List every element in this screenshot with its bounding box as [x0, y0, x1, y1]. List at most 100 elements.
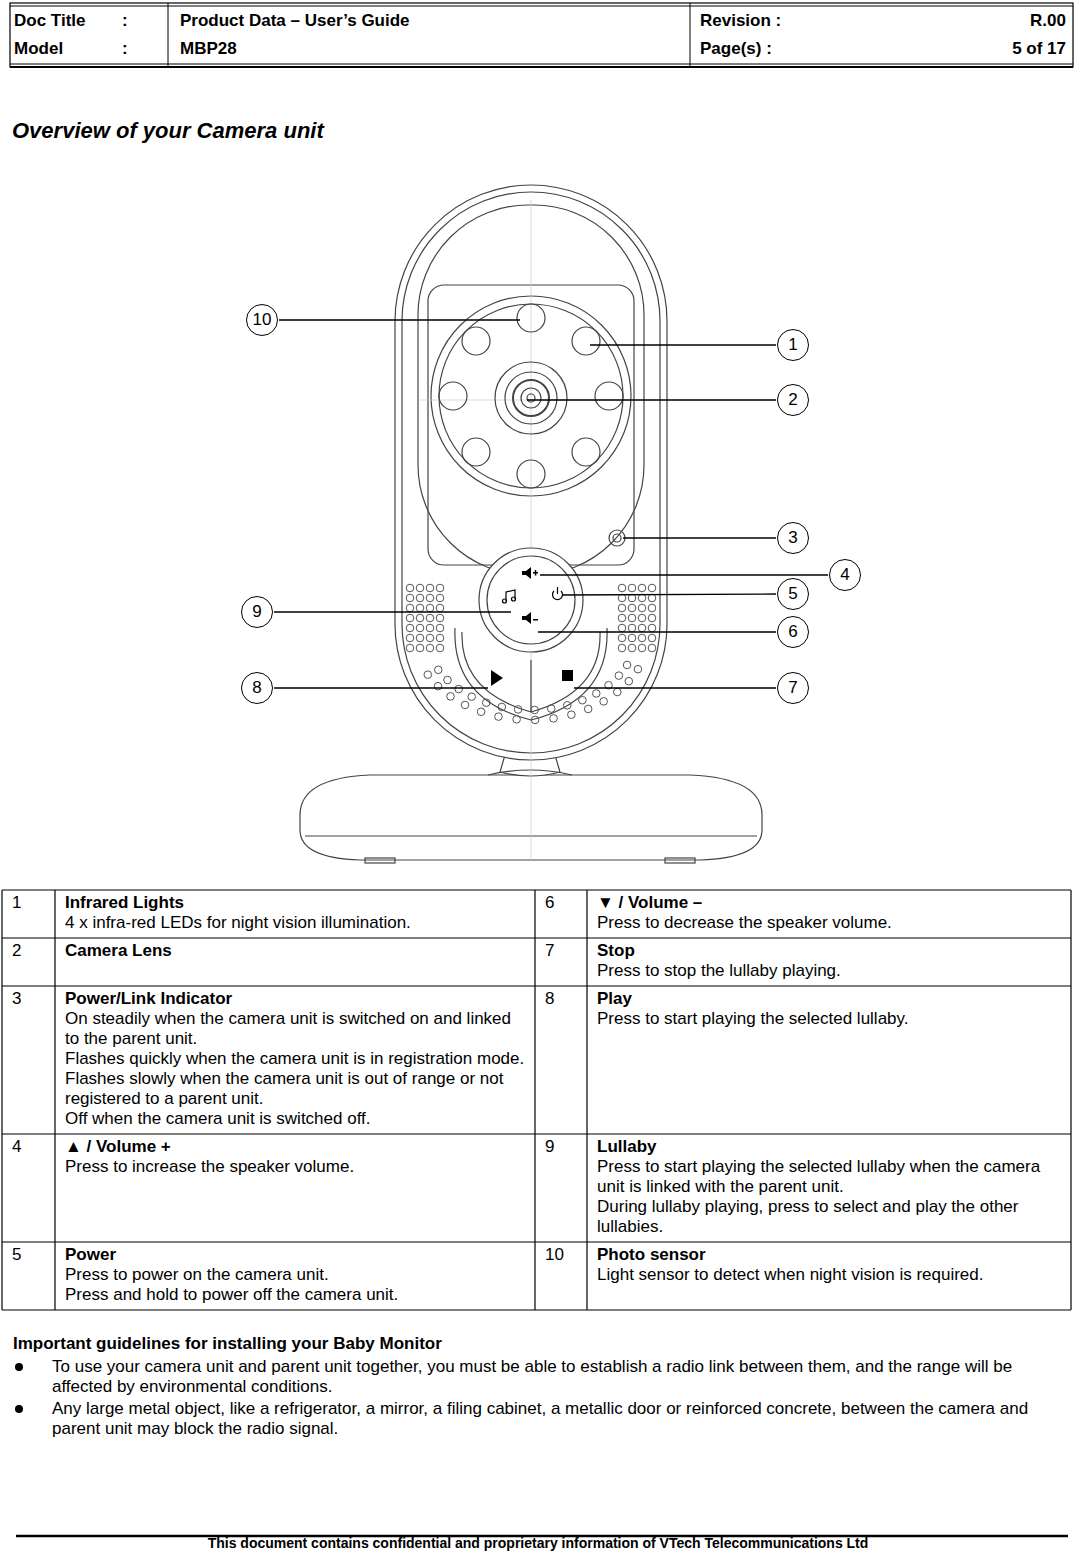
table-rule [2, 937, 1071, 938]
item-description: Press to power on the camera unit. [65, 1265, 527, 1285]
callout-number: 10 [246, 304, 278, 336]
table-rule [2, 985, 1071, 986]
table-rule [2, 889, 1071, 890]
header-frame [10, 3, 1073, 67]
table-rule [2, 1241, 1071, 1242]
item-heading: Power [65, 1245, 527, 1265]
item-description: During lullaby playing, press to select … [597, 1197, 1063, 1237]
item-number: 2 [12, 941, 47, 961]
header-field: : [122, 39, 128, 59]
item-number: 5 [12, 1245, 47, 1265]
item-description: Off when the camera unit is switched off… [65, 1109, 527, 1129]
header-field: 5 of 17 [1012, 39, 1066, 59]
header-field: Model [14, 39, 63, 59]
header-field: Page(s) : [700, 39, 772, 59]
item-description: Press and hold to power off the camera u… [65, 1285, 527, 1305]
item-description: Press to start playing the selected lull… [597, 1157, 1063, 1197]
header-field: R.00 [1030, 11, 1066, 31]
table-cell: StopPress to stop the lullaby playing. [597, 941, 1063, 981]
item-number: 6 [545, 893, 579, 913]
callout-number: 7 [777, 672, 809, 704]
table-cell: LullabyPress to start playing the select… [597, 1137, 1063, 1237]
item-description: Press to stop the lullaby playing. [597, 961, 1063, 981]
leader-lines [274, 320, 828, 688]
item-description: Press to start playing the selected lull… [597, 1009, 1063, 1029]
photo-sensor [517, 304, 545, 332]
table-cell: 8 [545, 989, 579, 1009]
item-description: 4 x infra-red LEDs for night vision illu… [65, 913, 527, 933]
guideline-text: Any large metal object, like a refrigera… [52, 1399, 1062, 1439]
item-description: Press to decrease the speaker volume. [597, 913, 1063, 933]
item-number: 9 [545, 1137, 579, 1157]
callout-number: 8 [241, 672, 273, 704]
table-rule [2, 1309, 1071, 1310]
item-description: Flashes slowly when the camera unit is o… [65, 1069, 527, 1109]
item-description: On steadily when the camera unit is swit… [65, 1009, 527, 1049]
callout-number: 4 [829, 559, 861, 591]
item-heading: ▼ / Volume – [597, 893, 1063, 913]
table-cell: 3 [12, 989, 47, 1009]
table-cell: 2 [12, 941, 47, 961]
table-cell: 5 [12, 1245, 47, 1265]
callout-number: 3 [777, 522, 809, 554]
table-cell: Camera Lens [65, 941, 527, 961]
table-cell: PowerPress to power on the camera unit.P… [65, 1245, 527, 1305]
item-number: 3 [12, 989, 47, 1009]
table-rule [1070, 890, 1071, 1310]
table-cell: 6 [545, 893, 579, 913]
callout-number: 1 [777, 329, 809, 361]
item-number: 4 [12, 1137, 47, 1157]
table-cell: ▼ / Volume –Press to decrease the speake… [597, 893, 1063, 933]
table-cell: ▲ / Volume +Press to increase the speake… [65, 1137, 527, 1177]
callout-number: 2 [777, 384, 809, 416]
table-cell: PlayPress to start playing the selected … [597, 989, 1063, 1029]
item-heading: Power/Link Indicator [65, 989, 527, 1009]
speaker-holes [406, 584, 656, 724]
item-number: 8 [545, 989, 579, 1009]
header-field: : [122, 11, 128, 31]
table-cell: Photo sensorLight sensor to detect when … [597, 1245, 1063, 1285]
item-number: 7 [545, 941, 579, 961]
header-field: MBP28 [180, 39, 237, 59]
item-heading: Stop [597, 941, 1063, 961]
callout-number: 6 [777, 616, 809, 648]
table-cell: 1 [12, 893, 47, 913]
item-heading: Photo sensor [597, 1245, 1063, 1265]
item-number: 1 [12, 893, 47, 913]
item-description: Flashes quickly when the camera unit is … [65, 1049, 527, 1069]
header-field: Revision : [700, 11, 781, 31]
table-rule [586, 890, 587, 1310]
button-icons [491, 567, 573, 686]
table-cell: 9 [545, 1137, 579, 1157]
table-cell: 10 [545, 1245, 579, 1265]
bullet [15, 1405, 23, 1413]
callout-number: 5 [777, 578, 809, 610]
item-heading: Camera Lens [65, 941, 527, 961]
icon-strokes [503, 587, 563, 603]
table-cell: Infrared Lights4 x infra-red LEDs for ni… [65, 893, 527, 933]
bullet [15, 1363, 23, 1371]
item-number: 10 [545, 1245, 579, 1265]
callout-number: 9 [241, 596, 273, 628]
table-rule [1, 890, 2, 1310]
camera-drawing [300, 185, 762, 863]
table-cell: 7 [545, 941, 579, 961]
item-description: Press to increase the speaker volume. [65, 1157, 527, 1177]
footer-note: This document contains confidential and … [0, 1535, 1076, 1551]
item-heading: Infrared Lights [65, 893, 527, 913]
table-rule [2, 1133, 1071, 1134]
item-heading: ▲ / Volume + [65, 1137, 527, 1157]
item-description: Light sensor to detect when night vision… [597, 1265, 1063, 1285]
header-field: Doc Title [14, 11, 85, 31]
table-rule [534, 890, 535, 1310]
table-cell: Power/Link IndicatorOn steadily when the… [65, 989, 527, 1129]
header-field: Product Data – User’s Guide [180, 11, 410, 31]
page-title: Overview of your Camera unit [12, 118, 324, 144]
guideline-text: To use your camera unit and parent unit … [52, 1357, 1062, 1397]
table-rule [54, 890, 55, 1310]
table-cell: 4 [12, 1137, 47, 1157]
section-heading: Important guidelines for installing your… [13, 1334, 442, 1354]
item-heading: Play [597, 989, 1063, 1009]
